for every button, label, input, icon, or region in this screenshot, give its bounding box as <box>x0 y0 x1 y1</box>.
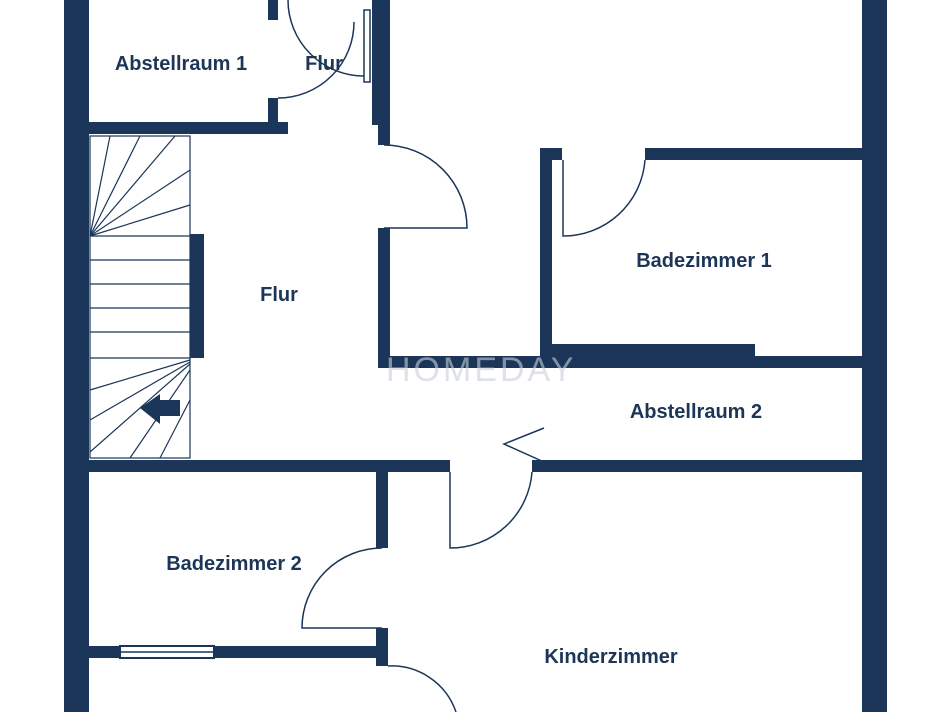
wall-bad1-left <box>540 148 552 363</box>
wall-abstellraum1-right-upper <box>268 0 278 20</box>
room-label-abstellraum-1: Abstellraum 1 <box>115 53 247 75</box>
wall-bad2-bottom-left <box>64 646 120 658</box>
door-swings <box>277 0 646 712</box>
room-label-kinderzimmer: Kinderzimmer <box>544 646 678 668</box>
room-label-flur-main: Flur <box>260 284 298 306</box>
wall-stair-right <box>190 234 204 358</box>
wall-abstellraum1-bottom-left <box>64 122 280 134</box>
door-swing-kinderzimmer <box>449 471 533 549</box>
door-swing-flur-top <box>287 0 365 77</box>
wall-flur-right-top <box>372 0 390 125</box>
wall-bad1-bottom <box>540 344 755 364</box>
door-swing-abstellraum1 <box>277 21 355 99</box>
stair-arrow-icon <box>140 394 180 424</box>
room-label-flur-top: Flur <box>305 53 343 75</box>
wall-bad1-top-right <box>645 148 862 160</box>
wall-west <box>64 0 89 712</box>
door-leaf-top <box>363 9 371 83</box>
room-label-badezimmer-1: Badezimmer 1 <box>636 250 772 272</box>
wall-bad2-bottom-right <box>214 646 388 658</box>
wall-flur-right-stub <box>378 125 390 145</box>
door-swing-bad1 <box>562 159 646 237</box>
wall-mid-left <box>64 460 450 472</box>
walls <box>64 0 887 712</box>
door-swing-abstellraum2 <box>502 427 545 463</box>
room-label-abstellraum-2: Abstellraum 2 <box>630 401 762 423</box>
staircase <box>89 135 191 459</box>
watermark: HOMEDAY <box>386 351 576 389</box>
wall-bad2-right-top <box>376 470 388 548</box>
door-swing-bad2 <box>301 547 383 629</box>
wall-flur-right-mid <box>378 228 390 368</box>
door-swing-bottom <box>387 665 457 712</box>
wall-east <box>862 0 887 712</box>
window <box>119 645 215 659</box>
wall-abstellraum1-right-lower <box>268 98 278 128</box>
wall-mid-right <box>532 460 862 472</box>
door-swing-flur-right <box>383 144 468 229</box>
room-label-badezimmer-2: Badezimmer 2 <box>166 553 302 575</box>
